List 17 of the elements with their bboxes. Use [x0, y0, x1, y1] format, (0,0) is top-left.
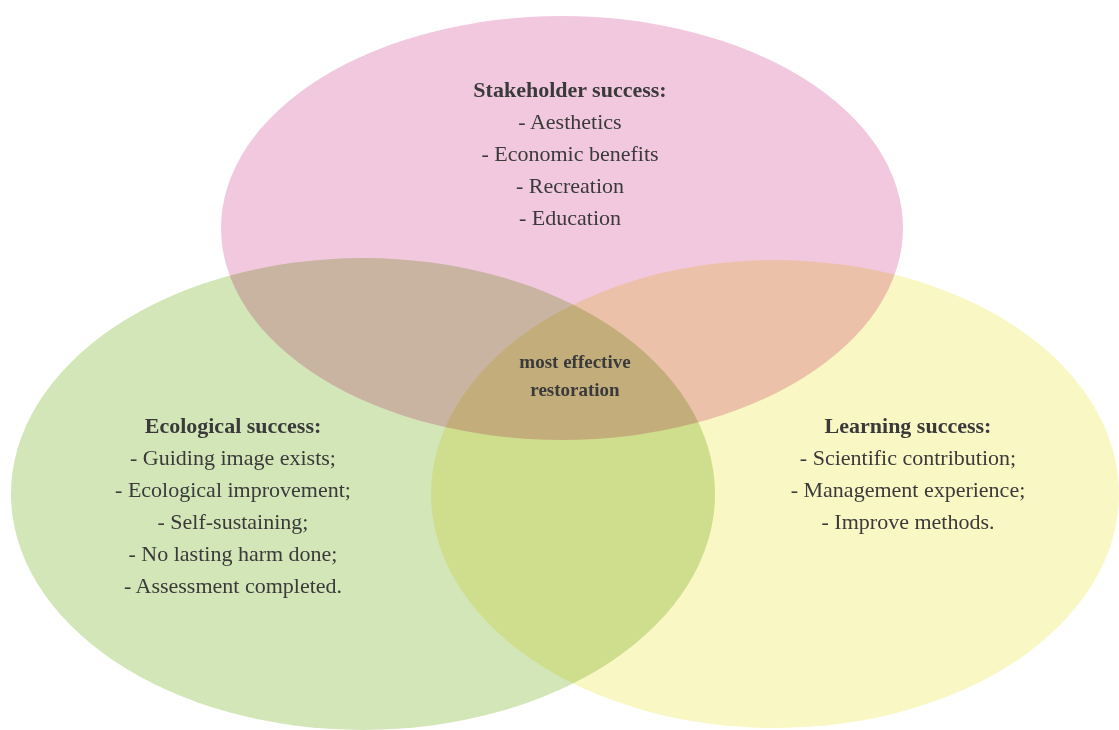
venn-ellipse — [431, 260, 1119, 728]
list-item: - Aesthetics — [518, 108, 622, 136]
list-item: - Self-sustaining; — [157, 508, 309, 536]
center-label: most effective restoration — [518, 350, 632, 402]
list-item: - Assessment completed. — [123, 572, 343, 600]
list-item: - Education — [519, 204, 621, 232]
set-heading: Learning success: — [824, 412, 992, 440]
set-heading: Ecological success: — [144, 412, 322, 440]
list-item: - Management experience; — [790, 476, 1026, 504]
list-item: - Guiding image exists; — [130, 444, 336, 472]
list-item: - Ecological improvement; — [115, 476, 351, 504]
set-heading: Stakeholder success: — [473, 76, 667, 104]
list-item: - Improve methods. — [821, 508, 995, 536]
list-item: - Economic benefits — [481, 140, 659, 168]
list-item: - Recreation — [515, 172, 625, 200]
list-item: - No lasting harm done; — [128, 540, 338, 568]
list-item: - Scientific contribution; — [799, 444, 1017, 472]
